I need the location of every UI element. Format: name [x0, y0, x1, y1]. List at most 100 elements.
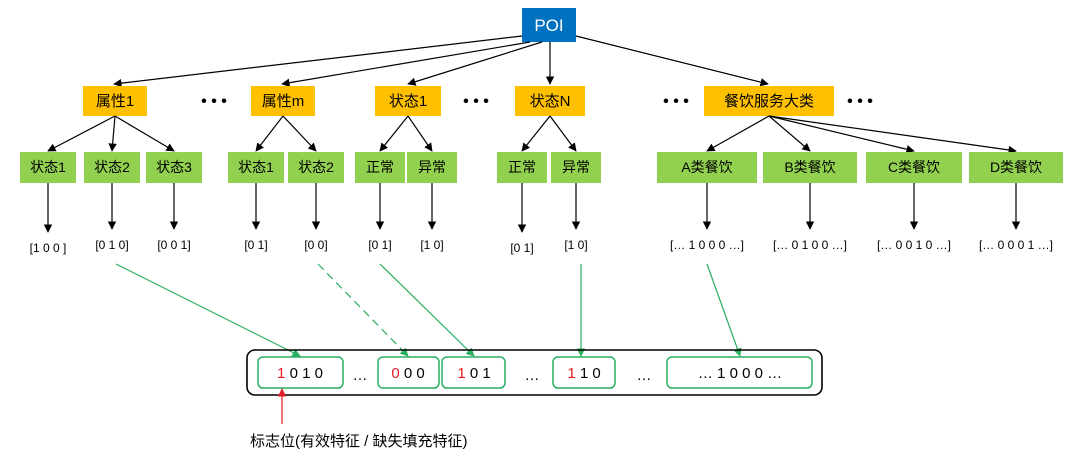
level2-node-label: D类餐饮 [990, 159, 1042, 175]
level2-node-box [657, 152, 757, 183]
vector-segment: 1 0 1 0 [257, 356, 344, 389]
level2-node: 状态3 [146, 152, 202, 183]
edge [549, 115, 577, 152]
level1-node-box [251, 86, 315, 116]
vector-segment-box [377, 356, 440, 389]
vector-segment-text: … 1 0 0 0 … [698, 365, 782, 382]
feature-vector: 1 0 1 0 … 0 0 0 1 0 1 … 1 1 0 … … 1 0 0 … [246, 349, 823, 396]
value-label: [1 0 0 ] [30, 241, 67, 255]
level1-node-box [515, 86, 585, 116]
mapping-arrows [115, 263, 742, 357]
value-label: [0 0 1] [157, 238, 190, 252]
level2-node-box [407, 152, 457, 183]
level2-node-label: A类餐饮 [681, 159, 732, 175]
edge [379, 115, 409, 152]
level1-node-box [704, 86, 834, 116]
level2-node-label: 正常 [366, 159, 394, 175]
value-label: [1 0] [420, 238, 443, 252]
mapping-arrow [379, 263, 475, 357]
vector-segment-box [666, 356, 813, 389]
level1-node-label: 餐饮服务大类 [724, 93, 814, 110]
value-label: [… 1 0 0 0 …] [670, 238, 744, 252]
level2-node: 状态1 [20, 152, 76, 183]
level2-node-box [763, 152, 857, 183]
level2-node: A类餐饮 [657, 152, 757, 183]
vector-segment-box [441, 356, 506, 389]
level2-node-box [146, 152, 202, 183]
level2-node: 异常 [407, 152, 457, 183]
vector-segment-text: 1 0 1 [457, 365, 490, 382]
level2-node-box [355, 152, 405, 183]
edge [706, 115, 770, 152]
level1-node-box [375, 86, 441, 116]
flag-bit: 1 [567, 365, 575, 382]
level2-node: D类餐饮 [969, 152, 1063, 183]
level2-node: 正常 [497, 152, 547, 183]
value-label: [0 1] [368, 238, 391, 252]
edge [521, 115, 551, 152]
level2-node: 状态2 [288, 152, 344, 183]
vector-segment-box [552, 356, 616, 389]
value-arrows [43, 183, 1021, 233]
level2-node-box [497, 152, 547, 183]
value-label: [1 0] [564, 238, 587, 252]
edge [768, 115, 811, 152]
mapping-arrow [115, 263, 301, 357]
level1-node-state1: 状态1 [375, 86, 441, 116]
edge-root-attr1 [113, 35, 523, 88]
edge [768, 115, 915, 154]
value-label: [0 1] [244, 238, 267, 252]
level2-node: 正常 [355, 152, 405, 183]
level1-node-attrm: 属性m [251, 86, 315, 116]
vector-segment: 0 0 0 [377, 356, 440, 389]
root-node-box [522, 8, 576, 42]
flag-bit: 1 [277, 365, 285, 382]
level1-node-label: 状态1 [389, 93, 427, 110]
level2-node-label: C类餐饮 [888, 159, 940, 175]
level2-node-label: 状态1 [238, 159, 274, 175]
level1-node-label: 属性1 [96, 93, 134, 110]
root-node-label: POI [534, 16, 563, 35]
level2-node-box [228, 152, 284, 183]
vector-segment-text: 1 0 1 0 [277, 365, 323, 382]
level1-node-dining: 餐饮服务大类 [704, 86, 834, 116]
vector-segment: … 1 0 0 0 … [666, 356, 813, 389]
level2-node: B类餐饮 [763, 152, 857, 183]
vector-separator: … [637, 367, 652, 384]
level2-node-label: 状态3 [156, 159, 192, 175]
level1-edges [47, 115, 1017, 155]
flag-caption: 标志位(有效特征 / 缺失填充特征) [250, 433, 468, 450]
edge [114, 115, 175, 152]
edge-root-state1 [407, 41, 543, 86]
value-label: [0 1 0] [95, 238, 128, 252]
level2-node-label: 异常 [562, 159, 590, 175]
level2-node: 异常 [551, 152, 601, 183]
level2-node-label: 正常 [508, 159, 536, 175]
level1-ellipses: • • • • • • • • • • • • [201, 93, 873, 110]
ellipsis: • • • [463, 93, 489, 110]
feature-vector-frame [246, 349, 823, 396]
level2-nodes: 状态1 状态2 状态3 状态1 状态2 正常 异常 正常 [20, 152, 1063, 183]
vector-separator: … [525, 367, 540, 384]
vector-segment: 1 0 1 [441, 356, 506, 389]
level2-node-box [20, 152, 76, 183]
level2-node-box [288, 152, 344, 183]
vector-segment-text: 0 0 0 [391, 365, 424, 382]
flag-bit: 0 [391, 365, 399, 382]
level2-node-box [866, 152, 962, 183]
level1-nodes: 属性1 属性m 状态1 状态N 餐饮服务大类 [83, 86, 834, 116]
segment-bits: 0 1 [470, 365, 491, 382]
level1-node-box [83, 86, 147, 116]
vector-separator: … [353, 367, 368, 384]
level2-node-label: 异常 [418, 159, 446, 175]
value-label: [… 0 0 0 1 …] [979, 238, 1053, 252]
level2-node-label: 状态2 [298, 159, 334, 175]
ellipsis: • • • [663, 93, 689, 110]
level1-node-label: 状态N [530, 93, 571, 110]
edge [768, 115, 1017, 155]
edge [255, 115, 284, 152]
level2-node: C类餐饮 [866, 152, 962, 183]
value-label: [0 0] [304, 238, 327, 252]
level2-node-box [551, 152, 601, 183]
